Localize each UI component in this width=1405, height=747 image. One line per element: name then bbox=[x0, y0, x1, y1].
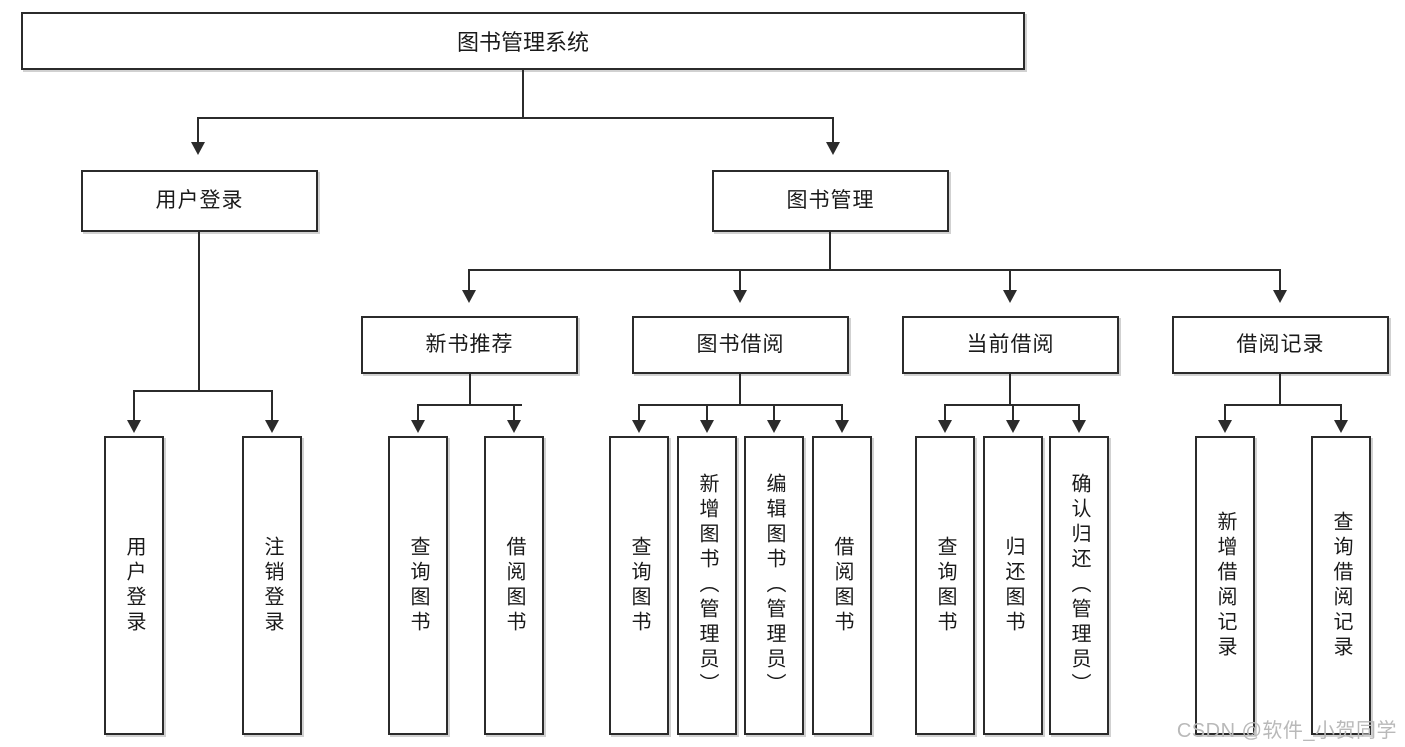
leaf-return-book[interactable]: 归还图书 bbox=[983, 436, 1043, 735]
connector-root-bus bbox=[197, 117, 834, 119]
arrow-current-to-leaf2 bbox=[1006, 420, 1020, 433]
arrow-borrow-to-leaf2 bbox=[700, 420, 714, 433]
connector-bookmgmt-stem bbox=[829, 232, 831, 270]
leaf-label: 确认归还（管理员） bbox=[1068, 473, 1090, 698]
connector-borrow-bus bbox=[638, 404, 843, 406]
leaf-confirm-return-admin[interactable]: 确认归还（管理员） bbox=[1049, 436, 1109, 735]
arrow-borrow-to-leaf1 bbox=[632, 420, 646, 433]
connector-records-bus bbox=[1224, 404, 1341, 406]
node-user-login[interactable]: 用户登录 bbox=[81, 170, 318, 232]
arrow-newbook-to-leaf1 bbox=[411, 420, 425, 433]
arrow-records-to-leaf1 bbox=[1218, 420, 1232, 433]
arrow-borrow-to-leaf3 bbox=[767, 420, 781, 433]
connector-root-to-login bbox=[197, 117, 199, 145]
connector-borrow-to-leaf2 bbox=[706, 404, 708, 423]
node-current-borrow[interactable]: 当前借阅 bbox=[902, 316, 1119, 374]
leaf-add-borrow-record[interactable]: 新增借阅记录 bbox=[1195, 436, 1255, 735]
leaf-label: 查询图书 bbox=[407, 535, 429, 636]
leaf-label: 新增图书（管理员） bbox=[696, 473, 718, 698]
arrow-records-to-leaf2 bbox=[1334, 420, 1348, 433]
arrow-to-current bbox=[1003, 290, 1017, 303]
connector-newbook-to-leaf2 bbox=[513, 404, 515, 423]
leaf-add-book-admin[interactable]: 新增图书（管理员） bbox=[677, 436, 737, 735]
connector-level3-bus bbox=[468, 269, 1280, 271]
arrow-to-new-book bbox=[462, 290, 476, 303]
connector-current-bus bbox=[944, 404, 1079, 406]
node-label: 当前借阅 bbox=[966, 333, 1055, 357]
leaf-edit-book-admin[interactable]: 编辑图书（管理员） bbox=[744, 436, 804, 735]
node-label: 图书管理系统 bbox=[456, 30, 589, 55]
leaf-label: 借阅图书 bbox=[831, 535, 853, 636]
node-borrow-records[interactable]: 借阅记录 bbox=[1172, 316, 1389, 374]
connector-borrow-to-leaf3 bbox=[773, 404, 775, 423]
leaf-label: 查询图书 bbox=[628, 535, 650, 636]
leaf-user-login[interactable]: 用户登录 bbox=[104, 436, 164, 735]
arrow-root-to-login bbox=[191, 142, 205, 155]
connector-to-records bbox=[1279, 269, 1281, 292]
leaf-label: 用户登录 bbox=[123, 535, 145, 636]
connector-to-borrow bbox=[739, 269, 741, 292]
connector-current-to-leaf3 bbox=[1078, 404, 1080, 423]
leaf-label: 编辑图书（管理员） bbox=[763, 473, 785, 698]
node-book-management[interactable]: 图书管理 bbox=[712, 170, 949, 232]
connector-login-stem bbox=[198, 232, 200, 391]
leaf-label: 注销登录 bbox=[261, 535, 283, 636]
connector-login-to-leaf1 bbox=[133, 390, 135, 423]
connector-to-new-book bbox=[468, 269, 470, 292]
arrow-current-to-leaf3 bbox=[1072, 420, 1086, 433]
connector-login-bus bbox=[133, 390, 272, 392]
node-root-system[interactable]: 图书管理系统 bbox=[21, 12, 1025, 70]
leaf-borrow-book-newbook[interactable]: 借阅图书 bbox=[484, 436, 544, 735]
connector-login-to-leaf2 bbox=[271, 390, 273, 423]
arrow-to-borrow bbox=[733, 290, 747, 303]
connector-current-to-leaf2 bbox=[1012, 404, 1014, 423]
connector-newbook-stem bbox=[469, 374, 471, 405]
leaf-label: 查询借阅记录 bbox=[1330, 510, 1352, 661]
node-new-book-recommend[interactable]: 新书推荐 bbox=[361, 316, 578, 374]
node-label: 图书管理 bbox=[786, 189, 875, 213]
leaf-query-book-newbook[interactable]: 查询图书 bbox=[388, 436, 448, 735]
connector-current-to-leaf1 bbox=[944, 404, 946, 423]
connector-root-to-bookmgmt bbox=[832, 117, 834, 145]
connector-current-stem bbox=[1009, 374, 1011, 405]
connector-to-current bbox=[1009, 269, 1011, 292]
arrow-current-to-leaf1 bbox=[938, 420, 952, 433]
leaf-label: 查询图书 bbox=[934, 535, 956, 636]
node-label: 新书推荐 bbox=[425, 333, 514, 357]
connector-borrow-to-leaf4 bbox=[841, 404, 843, 423]
connector-root-stem bbox=[522, 70, 524, 117]
leaf-label: 新增借阅记录 bbox=[1214, 510, 1236, 661]
connector-records-stem bbox=[1279, 374, 1281, 405]
node-book-borrow[interactable]: 图书借阅 bbox=[632, 316, 849, 374]
connector-records-to-leaf2 bbox=[1340, 404, 1342, 423]
connector-newbook-to-leaf1 bbox=[417, 404, 419, 423]
leaf-query-book-borrow[interactable]: 查询图书 bbox=[609, 436, 669, 735]
connector-borrow-stem bbox=[739, 374, 741, 405]
connector-newbook-bus bbox=[417, 404, 522, 406]
leaf-logout[interactable]: 注销登录 bbox=[242, 436, 302, 735]
connector-borrow-to-leaf1 bbox=[638, 404, 640, 423]
leaf-label: 借阅图书 bbox=[503, 535, 525, 636]
arrow-borrow-to-leaf4 bbox=[835, 420, 849, 433]
arrow-to-records bbox=[1273, 290, 1287, 303]
arrow-login-to-leaf1 bbox=[127, 420, 141, 433]
leaf-borrow-book[interactable]: 借阅图书 bbox=[812, 436, 872, 735]
arrow-root-to-bookmgmt bbox=[826, 142, 840, 155]
leaf-query-borrow-record[interactable]: 查询借阅记录 bbox=[1311, 436, 1371, 735]
leaf-label: 归还图书 bbox=[1002, 535, 1024, 636]
leaf-query-book-current[interactable]: 查询图书 bbox=[915, 436, 975, 735]
node-label: 图书借阅 bbox=[696, 333, 785, 357]
arrow-newbook-to-leaf2 bbox=[507, 420, 521, 433]
connector-records-to-leaf1 bbox=[1224, 404, 1226, 423]
node-label: 借阅记录 bbox=[1236, 333, 1325, 357]
arrow-login-to-leaf2 bbox=[265, 420, 279, 433]
node-label: 用户登录 bbox=[155, 189, 244, 213]
